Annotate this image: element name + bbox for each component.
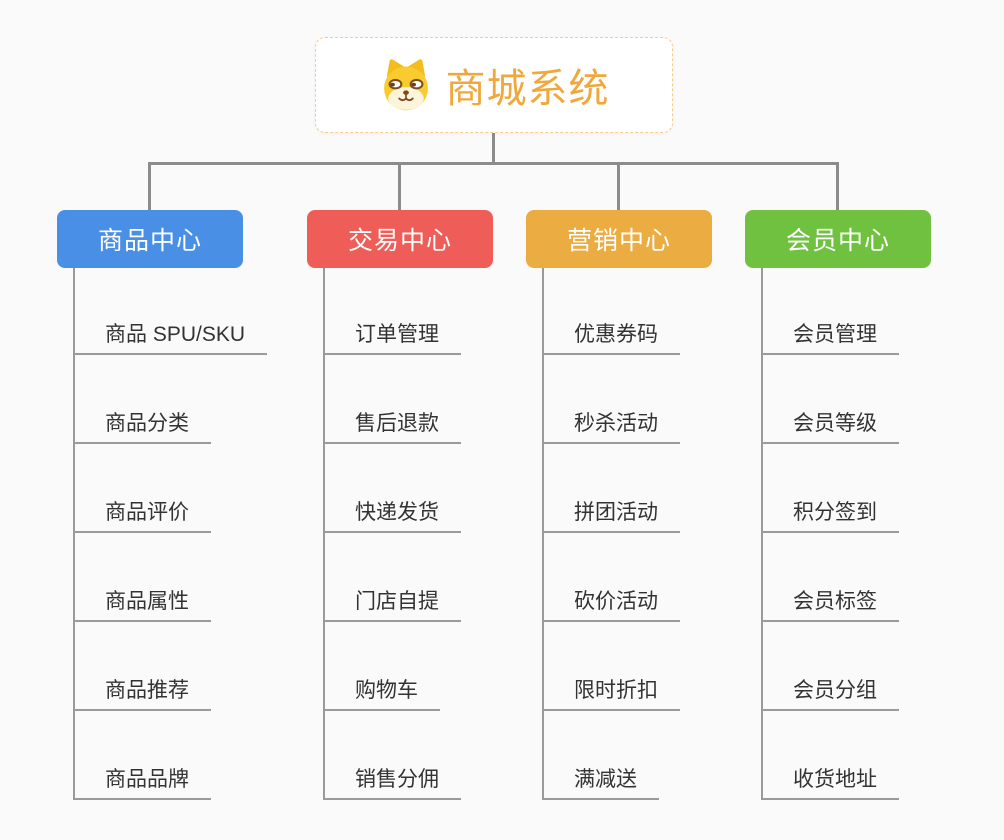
child-topic[interactable]: 会员管理 bbox=[763, 322, 899, 355]
child-topic[interactable]: 商品属性 bbox=[75, 589, 211, 622]
connector-drop-line bbox=[398, 164, 401, 210]
branch-children: 商品 SPU/SKU 商品分类商品评价商品属性商品推荐商品品牌 bbox=[73, 268, 268, 800]
child-topic[interactable]: 商品品牌 bbox=[75, 767, 211, 800]
child-topic[interactable]: 会员等级 bbox=[763, 411, 899, 444]
branch-column: 营销中心 优惠券码秒杀活动拼团活动砍价活动限时折扣满减送 bbox=[526, 210, 712, 800]
branch-children: 会员管理会员等级积分签到会员标签会员分组收货地址 bbox=[761, 268, 931, 800]
branch-children: 订单管理售后退款快递发货门店自提购物车销售分佣 bbox=[323, 268, 493, 800]
root-topic[interactable]: 商城系统 bbox=[315, 37, 673, 133]
branch-column: 会员中心 会员管理会员等级积分签到会员标签会员分组收货地址 bbox=[745, 210, 931, 800]
branch-header-3[interactable]: 营销中心 bbox=[526, 210, 712, 268]
branch-header-4[interactable]: 会员中心 bbox=[745, 210, 931, 268]
child-topic[interactable]: 商品推荐 bbox=[75, 678, 211, 711]
connector-bus-line bbox=[148, 162, 839, 165]
child-topic[interactable]: 限时折扣 bbox=[544, 678, 680, 711]
connector-drop-line bbox=[148, 164, 151, 210]
root-topic-label: 商城系统 bbox=[445, 67, 610, 111]
dog-face-icon bbox=[383, 59, 428, 111]
branch-column: 商品中心 商品 SPU/SKU 商品分类商品评价商品属性商品推荐商品品牌 bbox=[57, 210, 268, 800]
connector-root-drop bbox=[492, 132, 495, 163]
child-topic[interactable]: 商品 SPU/SKU bbox=[75, 322, 268, 355]
child-topic[interactable]: 快递发货 bbox=[325, 500, 461, 533]
child-topic[interactable]: 优惠券码 bbox=[544, 322, 680, 355]
child-topic[interactable]: 售后退款 bbox=[325, 411, 461, 444]
child-topic[interactable]: 拼团活动 bbox=[544, 500, 680, 533]
branch-header-2[interactable]: 交易中心 bbox=[307, 210, 493, 268]
child-topic[interactable]: 商品分类 bbox=[75, 411, 211, 444]
child-topic[interactable]: 会员分组 bbox=[763, 678, 899, 711]
child-topic[interactable]: 商品评价 bbox=[75, 500, 211, 533]
branch-children: 优惠券码秒杀活动拼团活动砍价活动限时折扣满减送 bbox=[542, 268, 712, 800]
child-topic[interactable]: 会员标签 bbox=[763, 589, 899, 622]
connector-drop-line bbox=[617, 164, 620, 210]
child-topic[interactable]: 购物车 bbox=[325, 678, 440, 711]
child-topic[interactable]: 满减送 bbox=[544, 767, 659, 800]
child-topic[interactable]: 秒杀活动 bbox=[544, 411, 680, 444]
child-topic[interactable]: 收货地址 bbox=[763, 767, 899, 800]
child-topic[interactable]: 门店自提 bbox=[325, 589, 461, 622]
branch-column: 交易中心 订单管理售后退款快递发货门店自提购物车销售分佣 bbox=[307, 210, 493, 800]
child-topic[interactable]: 销售分佣 bbox=[325, 767, 461, 800]
child-topic[interactable]: 砍价活动 bbox=[544, 589, 680, 622]
branch-header-1[interactable]: 商品中心 bbox=[57, 210, 243, 268]
connector-drop-line bbox=[836, 164, 839, 210]
child-topic[interactable]: 订单管理 bbox=[325, 322, 461, 355]
child-topic[interactable]: 积分签到 bbox=[763, 500, 899, 533]
